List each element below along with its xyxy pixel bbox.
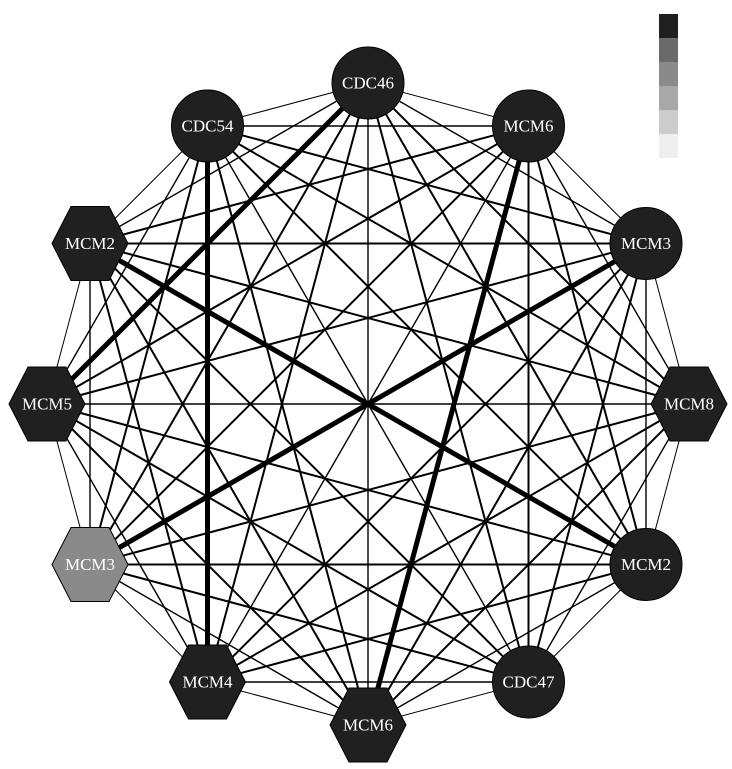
edge bbox=[46, 125, 209, 405]
edge bbox=[206, 125, 647, 566]
node-label: MCM2 bbox=[65, 234, 115, 253]
legend-swatch bbox=[659, 14, 678, 38]
node-label: MCM2 bbox=[621, 555, 671, 574]
node-label: MCM4 bbox=[182, 672, 233, 691]
edge bbox=[206, 125, 690, 405]
legend-swatch bbox=[659, 86, 678, 110]
node-label: CDC54 bbox=[182, 117, 234, 136]
legend-swatch bbox=[659, 62, 678, 86]
node-label: MCM6 bbox=[343, 716, 393, 735]
node-mcm8-hexagon[interactable]: MCM8 bbox=[650, 366, 728, 442]
node-cdc54-circle[interactable]: CDC54 bbox=[171, 89, 244, 163]
node-mcm6-circle[interactable]: MCM6 bbox=[492, 89, 565, 163]
edge bbox=[89, 242, 369, 726]
edge bbox=[365, 125, 531, 726]
edge bbox=[206, 242, 647, 683]
node-mcm3-circle[interactable]: MCM3 bbox=[609, 207, 683, 280]
node-mcm3-hexagon[interactable]: MCM3 bbox=[51, 527, 129, 602]
node-mcm4-hexagon[interactable]: MCM4 bbox=[168, 644, 247, 720]
node-mcm2-circle[interactable]: MCM2 bbox=[609, 528, 683, 601]
edge bbox=[46, 403, 647, 566]
edge bbox=[46, 403, 209, 683]
edge bbox=[46, 242, 647, 405]
legend-swatch bbox=[659, 110, 678, 134]
node-cdc46-circle[interactable]: CDC46 bbox=[331, 46, 405, 120]
edge bbox=[206, 125, 369, 726]
legend-swatch bbox=[659, 134, 678, 158]
node-label: MCM6 bbox=[503, 117, 553, 136]
edges bbox=[45, 81, 690, 726]
edge bbox=[367, 82, 530, 683]
edge bbox=[89, 243, 209, 683]
node-mcm2-hexagon[interactable]: MCM2 bbox=[51, 206, 129, 281]
nodes: CDC46MCM6MCM3MCM8MCM2CDC47MCM6MCM4MCM3MC… bbox=[8, 46, 728, 763]
edge bbox=[89, 403, 690, 566]
node-label: MCM8 bbox=[664, 395, 714, 414]
edge bbox=[89, 125, 209, 565]
color-legend bbox=[659, 14, 678, 158]
edge bbox=[206, 125, 530, 683]
edge bbox=[89, 125, 530, 566]
node-mcm6-hexagon[interactable]: MCM6 bbox=[329, 687, 407, 763]
edge bbox=[89, 242, 530, 683]
node-label: CDC46 bbox=[342, 74, 394, 93]
node-label: MCM3 bbox=[621, 234, 671, 253]
node-label: CDC47 bbox=[503, 672, 555, 691]
edge bbox=[207, 125, 647, 245]
node-mcm5-hexagon[interactable]: MCM5 bbox=[8, 366, 86, 442]
legend-swatch bbox=[659, 38, 678, 62]
edge bbox=[206, 82, 369, 683]
node-label: MCM5 bbox=[22, 395, 72, 414]
node-cdc47-circle[interactable]: CDC47 bbox=[492, 645, 565, 719]
edge bbox=[89, 242, 690, 405]
edge bbox=[46, 403, 529, 683]
edge bbox=[89, 563, 369, 726]
node-label: MCM3 bbox=[65, 555, 115, 574]
